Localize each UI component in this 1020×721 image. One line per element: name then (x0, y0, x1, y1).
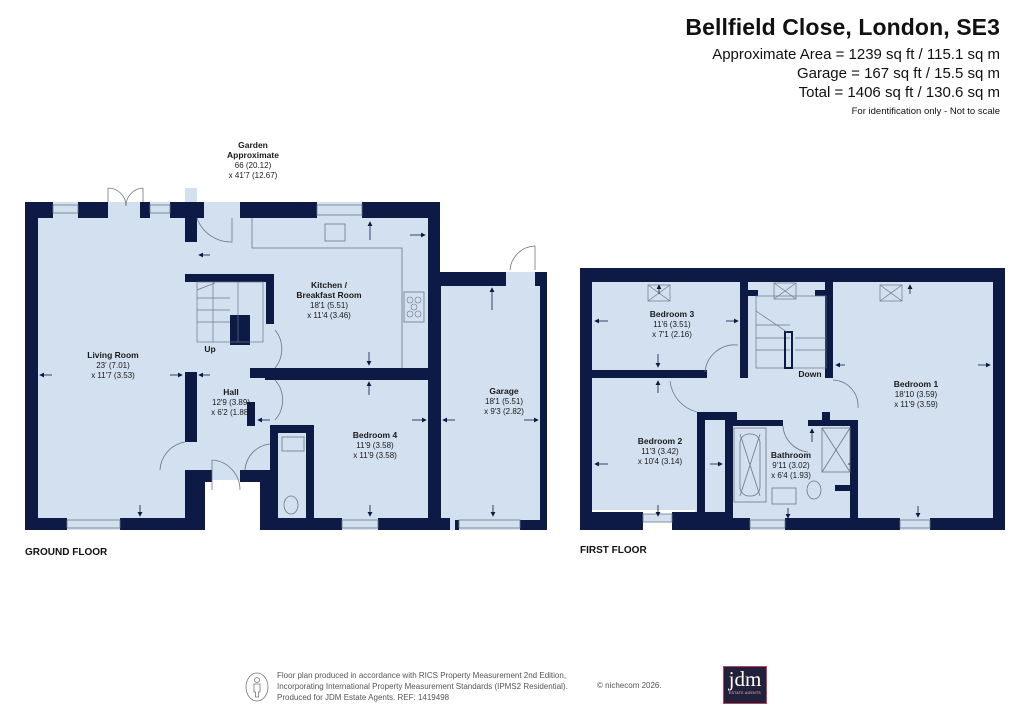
svg-text:x 6'2 (1.88): x 6'2 (1.88) (211, 408, 251, 417)
svg-text:x 41'7 (12.67): x 41'7 (12.67) (229, 171, 278, 180)
footer-text: Floor plan produced in accordance with R… (277, 671, 568, 702)
disclaimer: For identification only - Not to scale (851, 106, 1000, 117)
jdm-logo: jdm ESTATE AGENTS (723, 666, 767, 704)
garage-area: Garage = 167 sq ft / 15.5 sq m (796, 65, 1000, 82)
person-icon (245, 672, 269, 701)
svg-text:23' (7.01): 23' (7.01) (96, 361, 130, 370)
svg-text:Bedroom 3: Bedroom 3 (650, 309, 695, 319)
total-area: Total = 1406 sq ft / 130.6 sq m (798, 84, 1000, 101)
svg-text:18'1 (5.51): 18'1 (5.51) (310, 301, 348, 310)
svg-text:Kitchen /: Kitchen / (311, 280, 348, 290)
svg-text:11'9 (3.58): 11'9 (3.58) (356, 441, 394, 450)
svg-text:Bedroom 2: Bedroom 2 (638, 436, 683, 446)
plan-header: Bellfield Close, London, SE3 Approximate… (685, 14, 1000, 117)
svg-text:11'3 (3.42): 11'3 (3.42) (641, 447, 679, 456)
svg-text:66 (20.12): 66 (20.12) (235, 161, 272, 170)
first-floor-label: FIRST FLOOR (580, 545, 647, 556)
svg-text:x 11'7 (3.53): x 11'7 (3.53) (91, 371, 135, 380)
svg-text:Bathroom: Bathroom (771, 450, 812, 460)
svg-text:x 7'1 (2.16): x 7'1 (2.16) (652, 330, 692, 339)
svg-text:x 6'4 (1.93): x 6'4 (1.93) (771, 471, 811, 480)
first-floor-plan: Bedroom 3 11'6 (3.51) x 7'1 (2.16) Bedro… (580, 268, 1005, 530)
svg-text:Down: Down (798, 369, 821, 379)
copyright: © nichecom 2026. (597, 681, 662, 690)
svg-text:Living Room: Living Room (87, 350, 139, 360)
svg-text:Breakfast Room: Breakfast Room (296, 290, 362, 300)
svg-text:Hall: Hall (223, 387, 239, 397)
approximate-area: Approximate Area = 1239 sq ft / 115.1 sq… (712, 46, 1000, 63)
svg-text:9'11 (3.02): 9'11 (3.02) (772, 461, 810, 470)
property-title: Bellfield Close, London, SE3 (685, 14, 1000, 40)
svg-text:11'6 (3.51): 11'6 (3.51) (653, 320, 691, 329)
svg-text:x 9'3 (2.82): x 9'3 (2.82) (484, 407, 524, 416)
svg-text:Garden: Garden (238, 140, 268, 150)
svg-text:Approximate: Approximate (227, 150, 279, 160)
footer: Floor plan produced in accordance with R… (245, 670, 568, 703)
ground-floor-plan: Garden Approximate 66 (20.12) x 41'7 (12… (25, 140, 547, 530)
svg-text:Bedroom 4: Bedroom 4 (353, 430, 398, 440)
svg-text:18'1 (5.51): 18'1 (5.51) (485, 397, 523, 406)
svg-text:x 11'4 (3.46): x 11'4 (3.46) (307, 311, 351, 320)
svg-text:Bedroom 1: Bedroom 1 (894, 379, 939, 389)
ground-floor-label: GROUND FLOOR (25, 547, 108, 558)
svg-text:18'10 (3.59): 18'10 (3.59) (895, 390, 938, 399)
svg-text:Up: Up (204, 344, 215, 354)
svg-text:12'9 (3.89): 12'9 (3.89) (212, 398, 250, 407)
svg-text:x 10'4 (3.14): x 10'4 (3.14) (638, 457, 683, 466)
svg-text:Garage: Garage (489, 386, 519, 396)
svg-text:x 11'9 (3.59): x 11'9 (3.59) (894, 400, 938, 409)
svg-text:x 11'9 (3.58): x 11'9 (3.58) (353, 451, 397, 460)
